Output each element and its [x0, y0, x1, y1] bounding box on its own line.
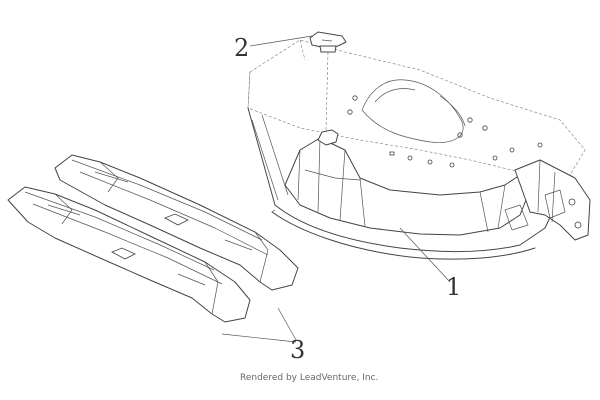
callout-2: 2	[234, 34, 249, 62]
mower-blade-upper	[54, 154, 299, 291]
leader-lines	[221, 35, 451, 343]
callout-3: 3	[290, 336, 305, 364]
callout-1: 1	[446, 273, 461, 301]
render-credit: Rendered by LeadVenture, Inc.	[240, 373, 378, 383]
mower-blade-lower	[7, 186, 251, 323]
mower-deck-housing	[247, 39, 591, 260]
deck-knob	[309, 31, 347, 131]
